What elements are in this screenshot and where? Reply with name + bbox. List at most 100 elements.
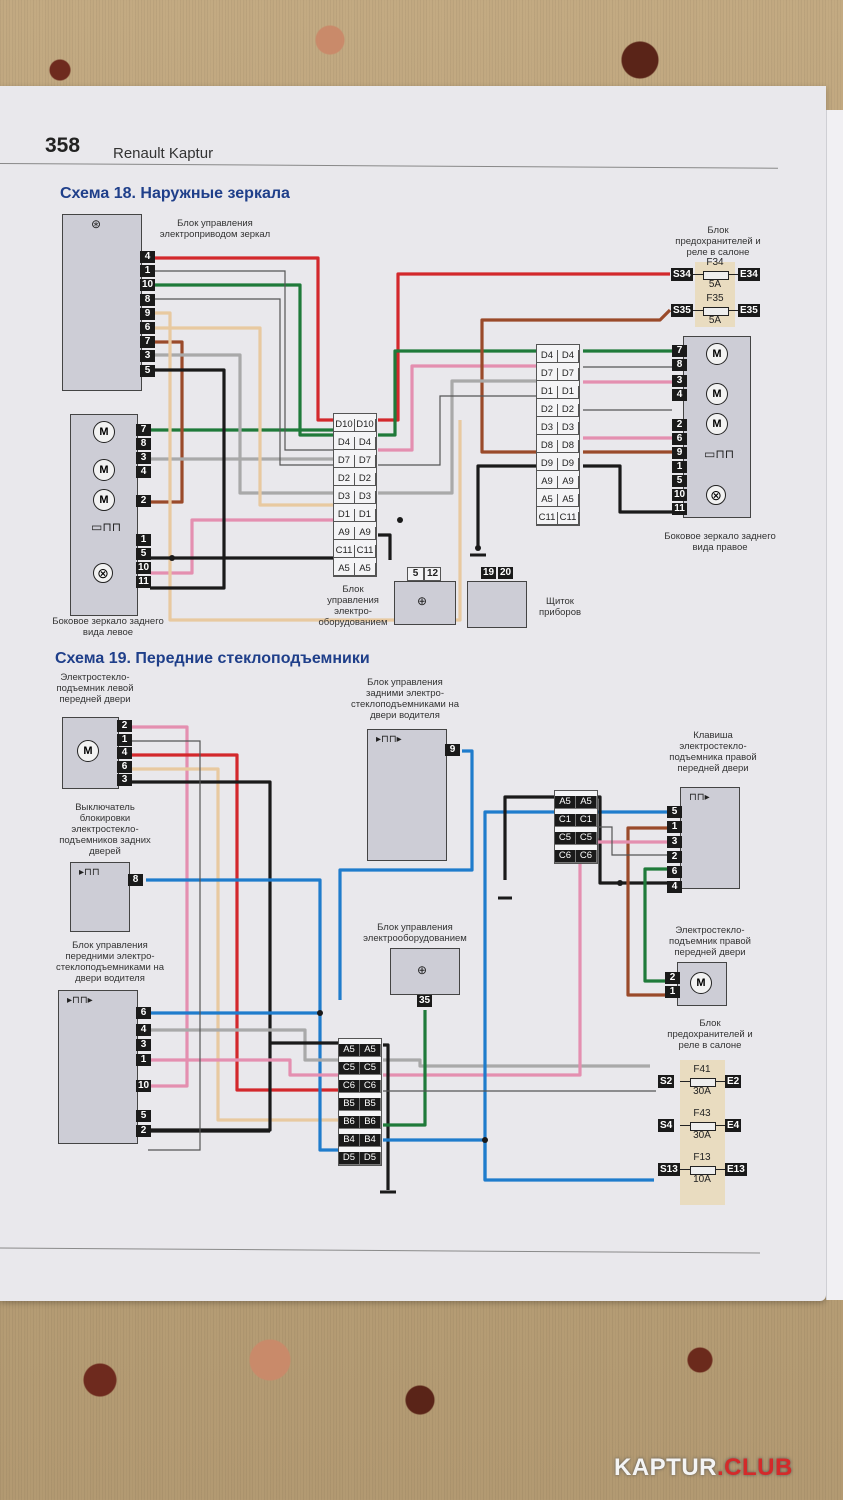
- connector-cell: D5: [339, 1152, 360, 1165]
- connector-cell: A5: [558, 494, 579, 507]
- wire-pink-10: [148, 1040, 189, 1088]
- connector-cell: D2: [558, 404, 579, 417]
- wire-red-4b: [132, 753, 340, 1092]
- pin: 7: [140, 336, 155, 349]
- connector-cell: C11: [334, 545, 355, 558]
- body-control-unit-19-label: Блок управления электрооборудованием: [363, 922, 467, 944]
- rear-lock-switch-label: Выключатель блокировки электростекло-под…: [59, 802, 151, 857]
- left-front-motor: M: [62, 717, 119, 789]
- right-mirror-label: Боковое зеркало заднего вида правое: [664, 531, 776, 553]
- pin: 1: [667, 821, 682, 833]
- motor-icon: M: [706, 413, 728, 435]
- connector-cell: C6: [576, 850, 597, 863]
- led-icon: ▸⊓⊓▸: [67, 995, 93, 1006]
- connector-cell: D7: [558, 368, 579, 381]
- pin: 19: [481, 567, 496, 579]
- pin: 1: [117, 733, 132, 746]
- front-control-unit: ▸⊓⊓▸: [58, 990, 138, 1144]
- rear-control-unit: ▸⊓⊓▸: [367, 729, 447, 861]
- connector-cell: C5: [555, 832, 576, 845]
- wire-brown-s35: [480, 308, 672, 454]
- led-icon: ▸⊓⊓: [79, 867, 100, 878]
- pin: 4: [667, 881, 682, 893]
- connector-cell: A5: [334, 563, 355, 576]
- watermark: KAPTUR.CLUB: [614, 1454, 793, 1482]
- pin: 7: [672, 345, 687, 357]
- fuse-icon: [703, 307, 729, 316]
- pin: 2: [136, 495, 151, 507]
- pin: 5: [136, 1110, 151, 1122]
- fuse-name: F43: [693, 1108, 711, 1119]
- fuse-rating: 5A: [708, 315, 722, 326]
- fuse-rating: 10A: [693, 1174, 711, 1185]
- fuse-icon: [703, 271, 729, 280]
- heater-icon: ▭⊓⊓: [704, 447, 735, 461]
- wire-black-5: [150, 368, 226, 590]
- lamp-icon: ⊗: [706, 485, 726, 505]
- transistor-icon: ⊕: [417, 594, 428, 608]
- connector-cell: A9: [537, 476, 558, 489]
- schema-19-title: Схема 19. Передние стеклоподъемники: [55, 650, 370, 667]
- fuse-name: F41: [693, 1064, 711, 1075]
- led-icon: ▸⊓⊓▸: [376, 734, 402, 745]
- pin: 2: [667, 851, 682, 863]
- connector-cell: B5: [339, 1098, 360, 1111]
- fuse-name: F35: [706, 293, 724, 304]
- fuse-input-pin: S35: [671, 304, 693, 317]
- connector-cell: C11: [537, 512, 558, 525]
- pin: 9: [672, 447, 687, 459]
- pin: 2: [672, 419, 687, 431]
- right-switch-label: Клавиша электростекло-подъемника правой …: [669, 730, 757, 774]
- fuse-input-pin: S4: [658, 1119, 675, 1132]
- wire-green-d4: [378, 349, 538, 437]
- right-front-motor-label: Электростекло-подъемник правой передней …: [669, 925, 751, 958]
- wire-grey-c5: [383, 1058, 650, 1068]
- pin: 10: [136, 562, 151, 574]
- connector-cell: A9: [558, 476, 579, 489]
- pin: 3: [117, 774, 132, 786]
- connector-cell: D4: [537, 350, 558, 363]
- connector-cell: B4: [360, 1134, 381, 1147]
- pin: 10: [140, 279, 155, 292]
- connector-cell: B6: [339, 1116, 360, 1129]
- left-mirror-label: Боковое зеркало заднего вида левое: [52, 616, 164, 638]
- fuse-rating: 30A: [693, 1086, 711, 1097]
- pin: 6: [672, 433, 687, 445]
- instrument-cluster-label: Щиток приборов: [538, 596, 582, 618]
- wire-blue-d5: [383, 1138, 654, 1182]
- pin: 3: [667, 836, 682, 848]
- connector-cell: D8: [537, 440, 558, 453]
- connector-cell: D9: [558, 458, 579, 471]
- pin: 4: [117, 747, 132, 759]
- pin: 9: [140, 307, 155, 320]
- wire-grey-3: [152, 353, 335, 495]
- connector-cell: D7: [537, 368, 558, 381]
- connector-cell: C1: [576, 814, 597, 827]
- wire-black-ground: [476, 464, 538, 548]
- pin: 11: [136, 576, 151, 588]
- pin: 4: [672, 389, 687, 401]
- connector-cell: D1: [355, 509, 376, 522]
- connector-cell: D1: [334, 509, 355, 522]
- connector-cell: A5: [339, 1044, 360, 1057]
- pin: 10: [672, 489, 687, 501]
- wire-black-a5c: [503, 795, 672, 885]
- pin: 6: [117, 760, 132, 773]
- watermark-main: KAPTUR: [614, 1454, 717, 1481]
- watermark-accent: .CLUB: [717, 1454, 793, 1481]
- connector-cell: B4: [339, 1134, 360, 1147]
- connector-cell: A5: [360, 1044, 381, 1057]
- fuse-output-pin: E4: [725, 1119, 742, 1132]
- pin: 7: [136, 424, 151, 436]
- pin: 5: [140, 364, 155, 377]
- connector-cell: D2: [355, 473, 376, 486]
- fuse-name: F13: [693, 1152, 711, 1163]
- connector-cell: D1: [537, 386, 558, 399]
- connector-cell: B6: [360, 1116, 381, 1129]
- pin: 2: [136, 1125, 151, 1137]
- wire-black-a5b: [270, 1041, 390, 1190]
- fuse-input-pin: S34: [671, 268, 693, 281]
